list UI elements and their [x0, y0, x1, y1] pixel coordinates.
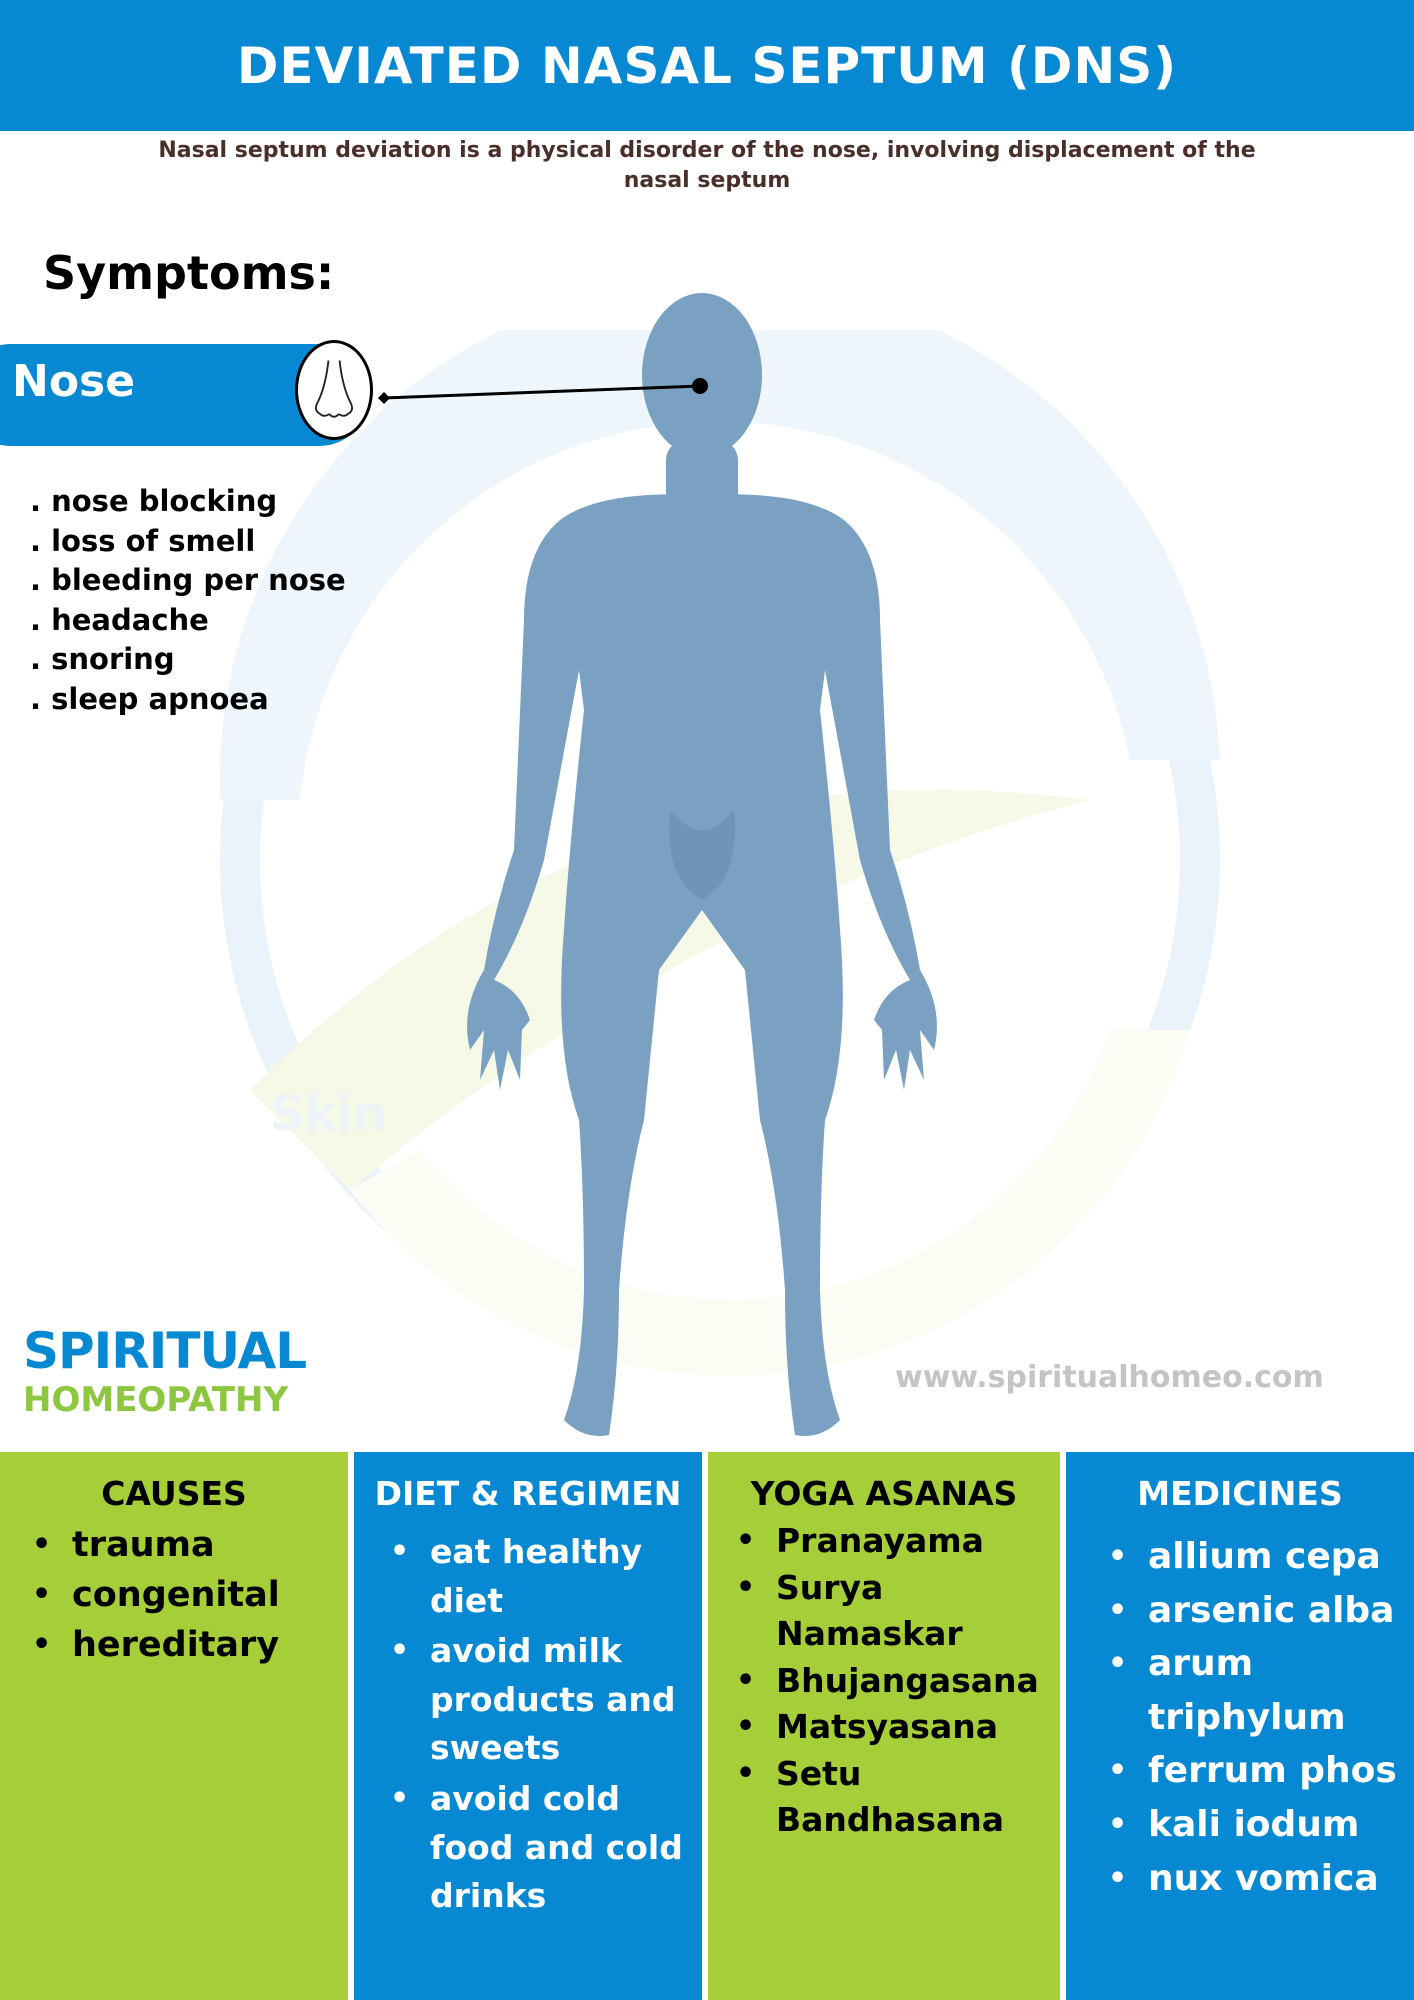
list-item: congenital: [32, 1570, 338, 1620]
list-item: avoid cold food and cold drinks: [390, 1775, 692, 1921]
list-item: arsenic alba: [1108, 1584, 1404, 1638]
intro-text: Nasal septum deviation is a physical dis…: [158, 138, 1256, 193]
website-link[interactable]: www.spiritualhomeo.com: [895, 1360, 1324, 1395]
causes-panel: CAUSES trauma congenital hereditary: [0, 1452, 348, 2000]
list-item: . snoring: [30, 642, 175, 677]
list-item: kali iodum: [1108, 1798, 1404, 1852]
list-item: avoid milk products and sweets: [390, 1627, 692, 1773]
list-item: . loss of smell: [30, 523, 256, 558]
symptom-list: . nose blocking . loss of smell . bleedi…: [30, 482, 346, 720]
yoga-title: YOGA ASANAS: [750, 1474, 1018, 1513]
pointer-line: [378, 378, 708, 404]
list-item: . sleep apnoea: [30, 681, 269, 716]
list-item: allium cepa: [1108, 1530, 1404, 1584]
region-label: Nose: [12, 356, 136, 407]
list-item: Pranayama: [736, 1518, 1050, 1565]
medicines-panel: MEDICINES allium cepa arsenic alba arum …: [1066, 1452, 1414, 2000]
brand-logo-line2: HOMEOPATHY: [23, 1380, 289, 1420]
list-item: Matsyasana: [736, 1704, 1050, 1751]
list-item: nux vomica: [1108, 1852, 1404, 1906]
list-item: ferrum phos: [1108, 1744, 1404, 1798]
nose-icon: [295, 340, 373, 440]
body-silhouette: [467, 293, 937, 1436]
yoga-panel: YOGA ASANAS Pranayama Surya Namaskar Bhu…: [708, 1452, 1060, 2000]
medicines-title: MEDICINES: [1137, 1474, 1343, 1513]
list-item: hereditary: [32, 1620, 338, 1670]
list-item: trauma: [32, 1520, 338, 1570]
list-item: arum triphylum: [1108, 1637, 1404, 1744]
watermark-text: Skin: [270, 1086, 387, 1142]
diet-panel: DIET & REGIMEN eat healthy diet avoid mi…: [354, 1452, 702, 2000]
list-item: . headache: [30, 602, 209, 637]
list-item: Setu Bandhasana: [736, 1751, 1050, 1844]
brand-logo-line1: SPIRITUAL: [23, 1322, 307, 1380]
list-item: eat healthy diet: [390, 1528, 692, 1625]
causes-title: CAUSES: [101, 1474, 247, 1513]
page-title: DEVIATED NASAL SEPTUM (DNS): [236, 36, 1178, 95]
list-item: Surya Namaskar: [736, 1565, 1050, 1658]
diet-title: DIET & REGIMEN: [374, 1474, 682, 1513]
symptoms-heading: Symptoms:: [43, 246, 335, 300]
header-banner: DEVIATED NASAL SEPTUM (DNS): [0, 0, 1414, 131]
list-item: . bleeding per nose: [30, 563, 346, 598]
list-item: . nose blocking: [30, 484, 278, 518]
list-item: Bhujangasana: [736, 1658, 1050, 1705]
